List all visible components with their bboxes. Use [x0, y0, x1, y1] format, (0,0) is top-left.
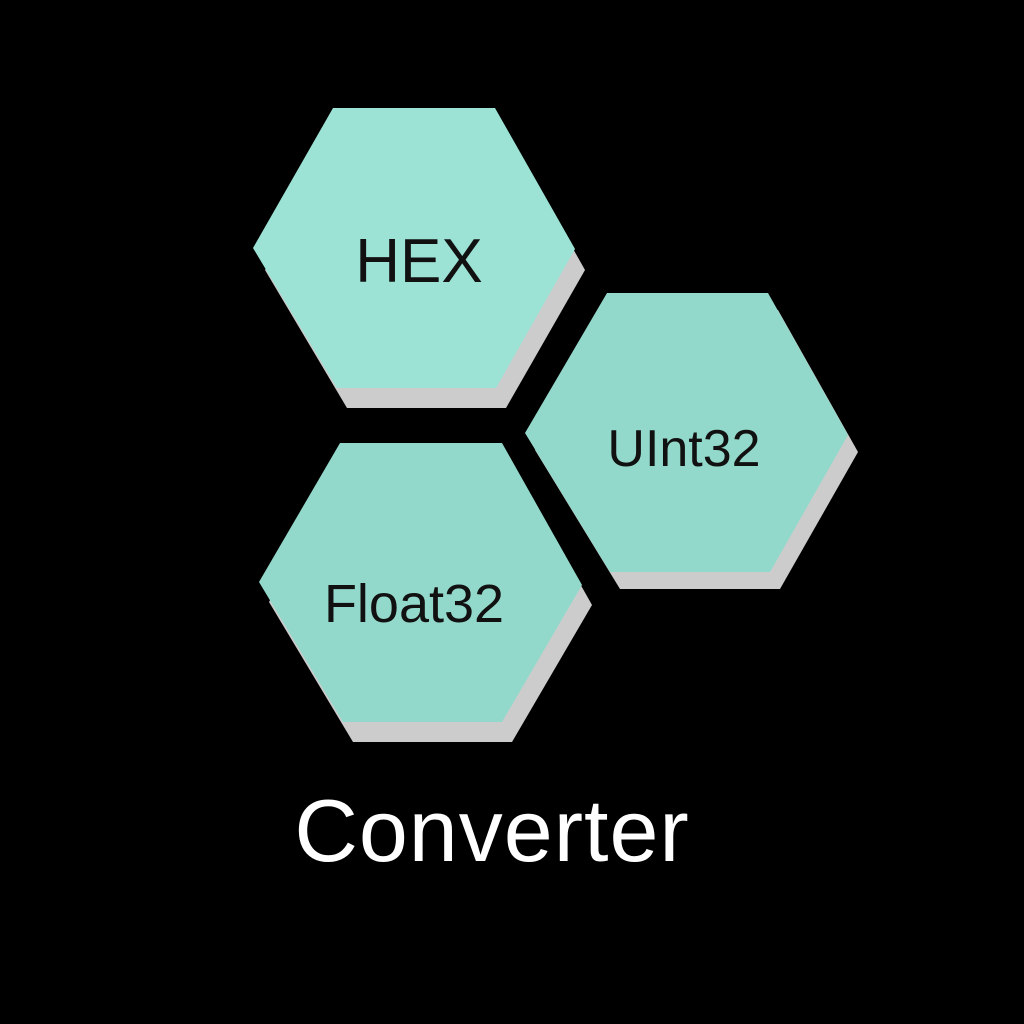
hexagon-icon	[525, 293, 848, 572]
float32-tile-label: Float32	[324, 574, 504, 634]
float32-tile[interactable]: Float32	[259, 443, 592, 742]
uint32-tile-label: UInt32	[607, 420, 760, 478]
hex-tile-label: HEX	[355, 227, 482, 296]
app-title: Converter	[294, 781, 690, 880]
hexagon-icon	[253, 108, 575, 388]
hexagon-icon	[259, 443, 582, 722]
hex-tile[interactable]: HEX	[253, 108, 585, 408]
uint32-tile[interactable]: UInt32	[525, 293, 858, 589]
